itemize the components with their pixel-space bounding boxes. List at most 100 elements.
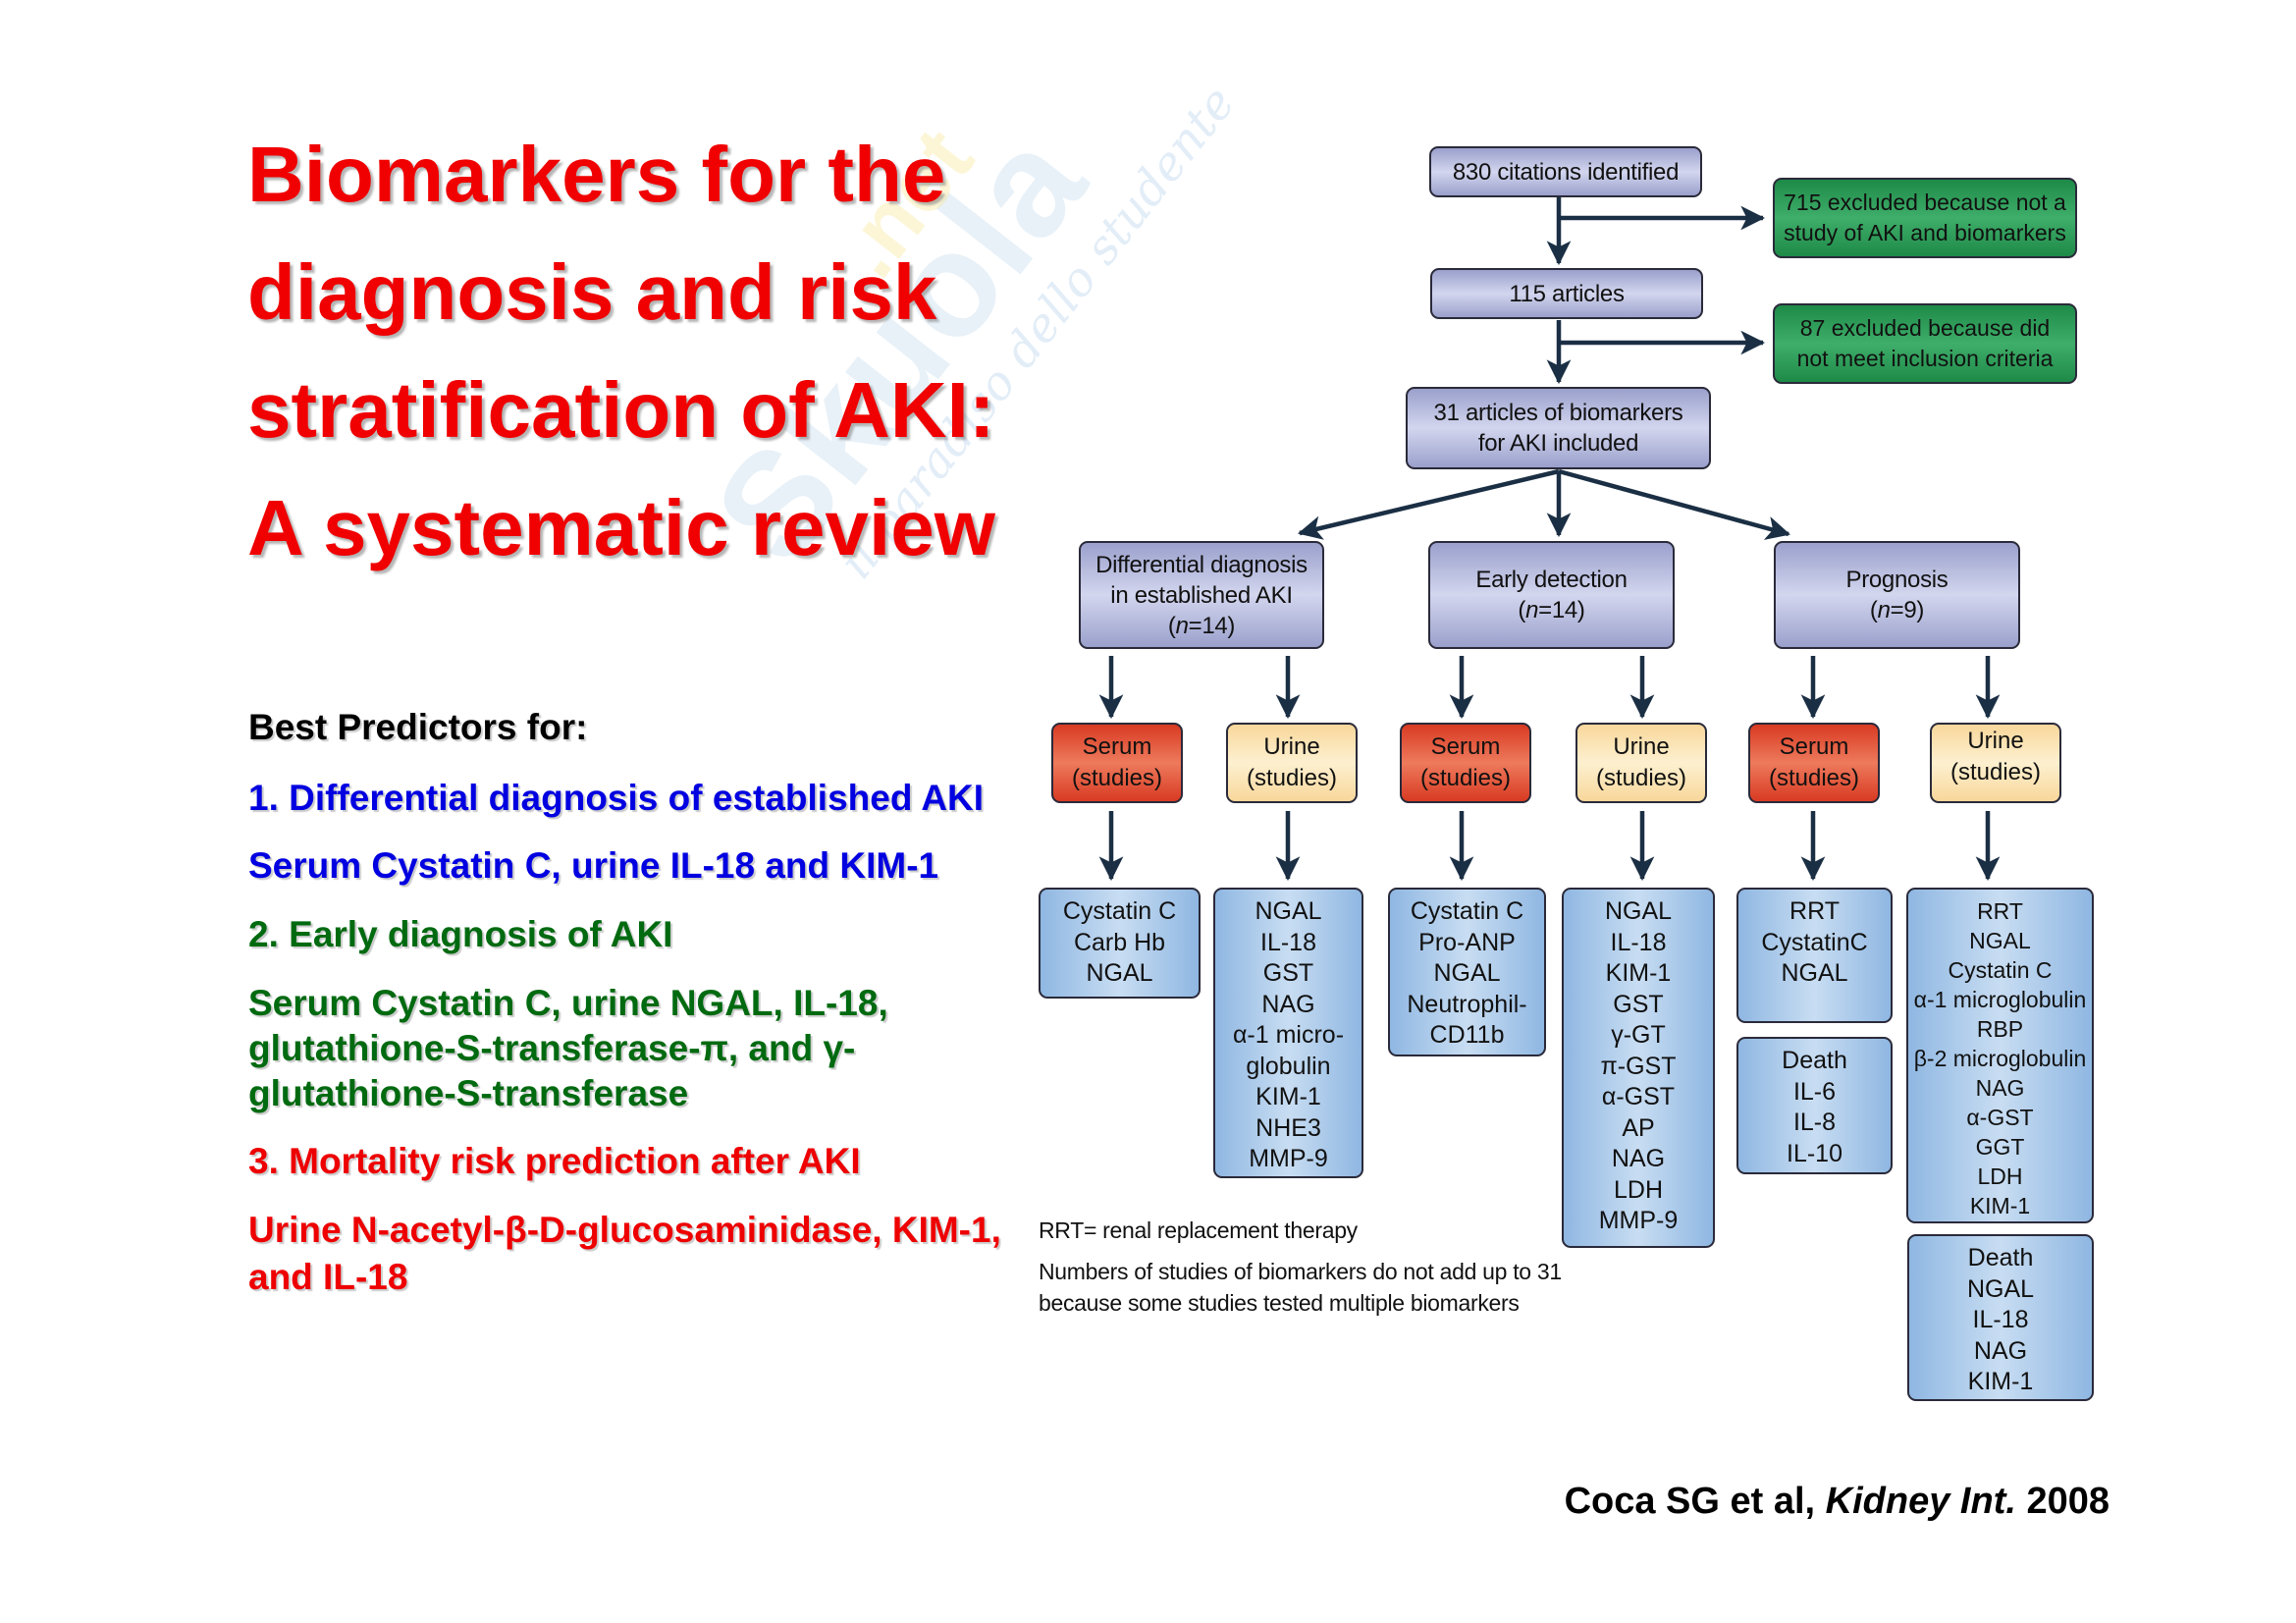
- biomarker-item: globulin: [1246, 1052, 1331, 1080]
- biomarker-item: KIM-1: [1969, 1193, 2031, 1218]
- biomarker-item: Cystatin C: [1948, 957, 2053, 983]
- biomarker-item: NHE3: [1255, 1113, 1321, 1142]
- prog-serum-box: Serum (studies): [1748, 723, 1880, 803]
- category-label: Differential diagnosis: [1095, 551, 1308, 578]
- articles-text: 115 articles: [1509, 280, 1625, 307]
- rrt-note: RRT= renal replacement therapy: [1039, 1217, 1358, 1243]
- biomarker-item: KIM-1: [1967, 1368, 2034, 1395]
- category-count: (n=14): [1518, 597, 1585, 623]
- arrow-to-prognosis: [1558, 468, 1790, 540]
- predictor-2-label: 2. Early diagnosis of AKI: [248, 914, 673, 954]
- urine-sublabel: (studies): [1949, 759, 2042, 785]
- slide-title: Biomarkers for the diagnosis and risk st…: [247, 116, 995, 587]
- biomarker-item: γ-GT: [1611, 1021, 1666, 1049]
- studies-note: because some studies tested multiple bio…: [1039, 1290, 1520, 1316]
- biomarker-item: GST: [1613, 990, 1664, 1018]
- biomarker-item: KIM-1: [1255, 1083, 1321, 1110]
- diff-serum-box: Serum (studies): [1051, 723, 1183, 803]
- citation-journal: Kidney Int.: [1825, 1481, 2016, 1522]
- biomarker-item: α-1 micro-: [1232, 1021, 1345, 1049]
- urine-sublabel: (studies): [1595, 765, 1687, 791]
- biomarker-item: GGT: [1975, 1134, 2025, 1160]
- excluded-box-2: 87 excluded because did not meet inclusi…: [1773, 303, 2077, 384]
- citation-year: 2008: [2015, 1481, 2109, 1522]
- citation-authors: Coca SG et al,: [1564, 1481, 1826, 1522]
- serum-sublabel: (studies): [1419, 765, 1512, 791]
- title-line: A systematic review: [247, 484, 995, 571]
- biomarker-item: β-2 microglobulin: [1913, 1046, 2087, 1071]
- biomarker-item: α-GST: [1601, 1083, 1676, 1110]
- diff-urine-box: Urine (studies): [1226, 723, 1358, 803]
- biomarker-item: KIM-1: [1605, 959, 1672, 987]
- biomarker-item: Carb Hb: [1073, 928, 1166, 956]
- biomarker-item: Death: [1967, 1244, 2034, 1271]
- excluded-2-line: not meet inclusion criteria: [1796, 346, 2054, 371]
- biomarker-item: RRT: [1977, 898, 2023, 924]
- biomarker-item: α-1 microglobulin: [1913, 987, 2087, 1012]
- excluded-1-line: 715 excluded because not a: [1784, 189, 2066, 215]
- biomarker-item: CystatinC: [1761, 928, 1868, 956]
- identified-text: 830 citations identified: [1452, 158, 1680, 186]
- biomarker-item: LDH: [1613, 1175, 1663, 1204]
- biomarker-item: IL-8: [1792, 1109, 1837, 1136]
- biomarker-item: Cystatin C: [1062, 897, 1177, 925]
- biomarker-item: NAG: [1975, 1075, 2025, 1101]
- biomarker-item: RBP: [1976, 1016, 2024, 1042]
- biomarker-item: IL-18: [1610, 928, 1667, 956]
- biomarker-item: Neutrophil-: [1407, 990, 1527, 1018]
- title-line: stratification of AKI:: [247, 366, 995, 454]
- category-count: (n=9): [1869, 597, 1925, 623]
- early-serum-box: Serum (studies): [1400, 723, 1531, 803]
- urine-label: Urine: [1263, 733, 1320, 760]
- predictors-heading: Best Predictors for:: [248, 707, 588, 747]
- biomarker-item: CD11b: [1429, 1021, 1505, 1049]
- predictor-3-detail: Urine N-acetyl-β-D-glucosaminidase, KIM-…: [248, 1210, 1001, 1250]
- biomarker-item: NGAL: [1969, 928, 2031, 953]
- biomarker-item: NGAL: [1255, 897, 1322, 925]
- biomarker-item: Cystatin C: [1410, 897, 1524, 925]
- biomarker-item: IL-10: [1787, 1139, 1842, 1167]
- category-label: Early detection: [1475, 567, 1628, 593]
- biomarker-item: AP: [1622, 1113, 1655, 1142]
- biomarker-item: IL-6: [1792, 1077, 1837, 1106]
- predictor-1-detail: Serum Cystatin C, urine IL-18 and KIM-1: [248, 845, 939, 886]
- biomarker-item: IL-18: [1260, 928, 1316, 956]
- early-serum-results: Cystatin C Pro-ANP NGAL Neutrophil- CD11b: [1388, 888, 1546, 1056]
- arrow-to-differential: [1297, 468, 1560, 540]
- category-prognosis: Prognosis (n=9): [1774, 541, 2020, 649]
- predictor-2-detail: Serum Cystatin C, urine NGAL, IL-18,: [248, 983, 888, 1023]
- biomarker-item: NGAL: [1604, 897, 1673, 925]
- predictor-2-detail: glutathione-S-transferase: [248, 1073, 689, 1113]
- biomarker-item: α-GST: [1966, 1105, 2034, 1130]
- biomarker-item: NAG: [1611, 1145, 1666, 1172]
- biomarker-item: MMP-9: [1249, 1145, 1328, 1172]
- excluded-2-line: 87 excluded because did: [1799, 315, 2051, 341]
- predictor-2-detail: glutathione-S-transferase-π, and γ-: [248, 1028, 856, 1068]
- biomarker-item: RRT: [1789, 897, 1840, 925]
- serum-sublabel: (studies): [1768, 765, 1860, 791]
- biomarker-item: NGAL: [1966, 1274, 2035, 1303]
- biomarker-item: Pro-ANP: [1418, 928, 1516, 956]
- biomarker-item: IL-18: [1972, 1306, 2029, 1333]
- included-line: for AKI included: [1477, 430, 1639, 457]
- biomarker-item: NAG: [1261, 990, 1315, 1018]
- included-line: 31 articles of biomarkers: [1433, 400, 1683, 426]
- serum-label: Serum: [1779, 733, 1849, 760]
- predictor-3-label: 3. Mortality risk prediction after AKI: [248, 1141, 861, 1181]
- category-early-detection: Early detection (n=14): [1428, 541, 1675, 649]
- citation: Coca SG et al, Kidney Int. 2008: [1565, 1481, 2109, 1523]
- early-urine-box: Urine (studies): [1575, 723, 1707, 803]
- urine-label: Urine: [1613, 733, 1670, 760]
- included-box: 31 articles of biomarkers for AKI includ…: [1406, 387, 1711, 469]
- category-differential-diagnosis: Differential diagnosis in established AK…: [1079, 541, 1324, 649]
- category-count: (n=14): [1167, 612, 1236, 639]
- urine-sublabel: (studies): [1246, 765, 1338, 791]
- urine-label: Urine: [1967, 728, 2024, 754]
- biomarker-item: NGAL: [1433, 959, 1501, 987]
- biomarker-item: GST: [1262, 959, 1314, 987]
